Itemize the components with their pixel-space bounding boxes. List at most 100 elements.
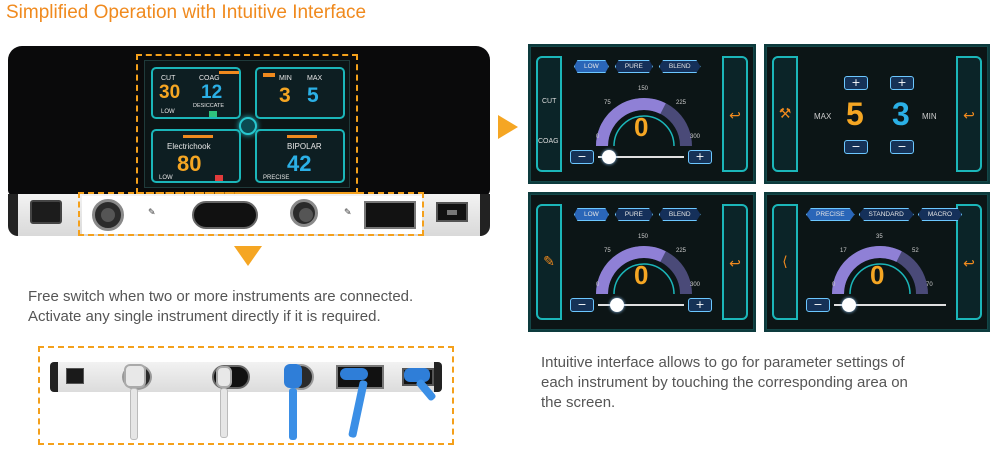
gauge-tick: 300 xyxy=(690,134,701,140)
mode-pure[interactable]: PURE xyxy=(614,60,653,73)
max-value: 5 xyxy=(846,96,864,132)
blue-plug-3 xyxy=(404,368,430,382)
mode-precise[interactable]: PRECISE xyxy=(806,208,855,221)
back-side-panel[interactable]: ↩ xyxy=(722,204,748,320)
strip-power-switch[interactable] xyxy=(66,368,84,384)
front-endcap-left xyxy=(8,194,18,236)
decrease-button[interactable]: − xyxy=(570,298,594,312)
mode-macro[interactable]: MACRO xyxy=(917,208,963,221)
power-inlet xyxy=(436,202,468,222)
mode-selector: LOW PURE BLEND xyxy=(574,60,701,73)
increase-button[interactable]: + xyxy=(688,298,712,312)
side-coag-label[interactable]: COAG xyxy=(538,138,559,145)
monopolar-handpiece-icon: ✎ xyxy=(148,208,156,218)
mode-pure[interactable]: PURE xyxy=(614,208,653,221)
gauge-tick: 225 xyxy=(676,100,687,106)
decrease-button[interactable]: − xyxy=(806,298,830,312)
mode-low[interactable]: LOW xyxy=(574,208,609,221)
bipolar-value: 42 xyxy=(287,151,312,176)
status-indicator-icon xyxy=(209,111,217,117)
neutral-electrode-socket[interactable] xyxy=(364,201,416,229)
min-label: MIN xyxy=(279,75,292,82)
blue-cable-1 xyxy=(289,388,297,440)
multifunction-socket[interactable] xyxy=(192,201,258,229)
decrease-button[interactable]: − xyxy=(570,150,594,164)
back-arrow-icon[interactable]: ↩ xyxy=(963,256,975,272)
max-label: MAX xyxy=(307,75,323,82)
slider-thumb[interactable] xyxy=(610,298,624,312)
cut-value: 30 xyxy=(159,82,181,103)
electrichook-mode: LOW xyxy=(159,175,173,181)
quadrant-monopolar-cut-coag[interactable]: CUT 30 LOW COAG 12 DESICCATE xyxy=(151,67,241,119)
gauge-tick: 35 xyxy=(876,234,883,240)
white-cable-1 xyxy=(130,388,138,440)
gauge-tick: 17 xyxy=(840,248,847,254)
mode-side-panel: CUT COAG xyxy=(536,56,562,172)
back-side-panel[interactable]: ↩ xyxy=(956,204,982,320)
gauge-tick: 75 xyxy=(604,100,611,106)
white-cable-2 xyxy=(220,388,228,438)
power-slider[interactable] xyxy=(834,304,946,306)
back-arrow-icon[interactable]: ↩ xyxy=(963,108,975,124)
max-decrease-button[interactable]: − xyxy=(844,140,868,154)
settings-screen-monopolar[interactable]: CUT COAG ↩ LOW PURE BLEND 0 75 150 225 3… xyxy=(528,44,756,184)
bipolar-socket[interactable] xyxy=(290,199,318,227)
white-plug-2 xyxy=(216,366,232,388)
power-switch[interactable] xyxy=(30,200,62,224)
gauge-fill xyxy=(596,98,666,147)
cut-label: CUT xyxy=(161,75,176,82)
power-gauge xyxy=(832,246,928,295)
ports-highlight-frame xyxy=(78,192,424,236)
monopolar-socket[interactable] xyxy=(92,199,124,231)
power-slider[interactable] xyxy=(598,156,684,158)
gauge-tick: 225 xyxy=(676,248,687,254)
gauge-tick: 70 xyxy=(926,282,933,288)
cut-handpiece-icon xyxy=(219,71,239,74)
mode-standard[interactable]: STANDARD xyxy=(858,208,914,221)
max-increase-button[interactable]: + xyxy=(844,76,868,90)
min-value: 3 xyxy=(892,96,910,132)
power-value: 0 xyxy=(870,260,885,290)
settings-screen-electrichook[interactable]: ✎ ↩ LOW PURE BLEND 0 75 150 225 300 0 − … xyxy=(528,192,756,332)
back-arrow-icon[interactable]: ↩ xyxy=(729,108,741,124)
strip-endcap-left xyxy=(50,362,58,392)
device-touchscreen[interactable]: CUT 30 LOW COAG 12 DESICCATE MIN MAX 3 5… xyxy=(144,60,350,188)
back-side-panel[interactable]: ↩ xyxy=(722,56,748,172)
gauge-inner-ring xyxy=(613,115,675,147)
center-select-knob[interactable] xyxy=(239,117,257,135)
arrow-down-icon xyxy=(234,246,262,266)
electrichook-icon: ✎ xyxy=(543,254,555,270)
forceps-icon xyxy=(287,135,317,138)
settings-screen-bipolar[interactable]: ⟨ ↩ PRECISE STANDARD MACRO 0 17 35 52 70… xyxy=(764,192,990,332)
coag-value: 12 xyxy=(201,82,223,103)
mode-low[interactable]: LOW xyxy=(574,60,609,73)
min-decrease-button[interactable]: − xyxy=(890,140,914,154)
blue-plug-2 xyxy=(340,368,368,380)
max-value: 5 xyxy=(307,84,319,107)
mode-blend[interactable]: BLEND xyxy=(658,60,701,73)
caption-touch-settings: Intuitive interface allows to go for par… xyxy=(541,353,908,413)
min-increase-button[interactable]: + xyxy=(890,76,914,90)
back-side-panel[interactable]: ↩ xyxy=(956,56,982,172)
caption-line: Intuitive interface allows to go for par… xyxy=(541,354,905,371)
quadrant-electrichook[interactable]: Electrichook 80 LOW xyxy=(151,129,241,183)
electrichook-icon xyxy=(183,135,213,138)
gauge-tick: 52 xyxy=(912,248,919,254)
bipolar-mode: PRECISE xyxy=(263,175,290,181)
slider-thumb[interactable] xyxy=(842,298,856,312)
side-cut-label[interactable]: CUT xyxy=(542,98,557,105)
back-arrow-icon[interactable]: ↩ xyxy=(729,256,741,272)
instrument-side-panel: ✎ xyxy=(536,204,562,320)
quadrant-bipolar[interactable]: BIPOLAR 42 PRECISE xyxy=(255,129,345,183)
caption-line: each instrument by touching the correspo… xyxy=(541,374,908,391)
quadrant-min-max[interactable]: MIN MAX 3 5 xyxy=(255,67,345,119)
power-slider[interactable] xyxy=(598,304,684,306)
mode-blend[interactable]: BLEND xyxy=(658,208,701,221)
power-gauge xyxy=(596,246,692,295)
increase-button[interactable]: + xyxy=(688,150,712,164)
settings-screen-min-max[interactable]: ⚒ ↩ + + MAX 5 3 MIN − − xyxy=(764,44,990,184)
electrichook-value: 80 xyxy=(177,151,202,176)
slider-thumb[interactable] xyxy=(602,150,616,164)
power-gauge xyxy=(596,98,692,147)
electrichook-label: Electrichook xyxy=(167,142,211,151)
